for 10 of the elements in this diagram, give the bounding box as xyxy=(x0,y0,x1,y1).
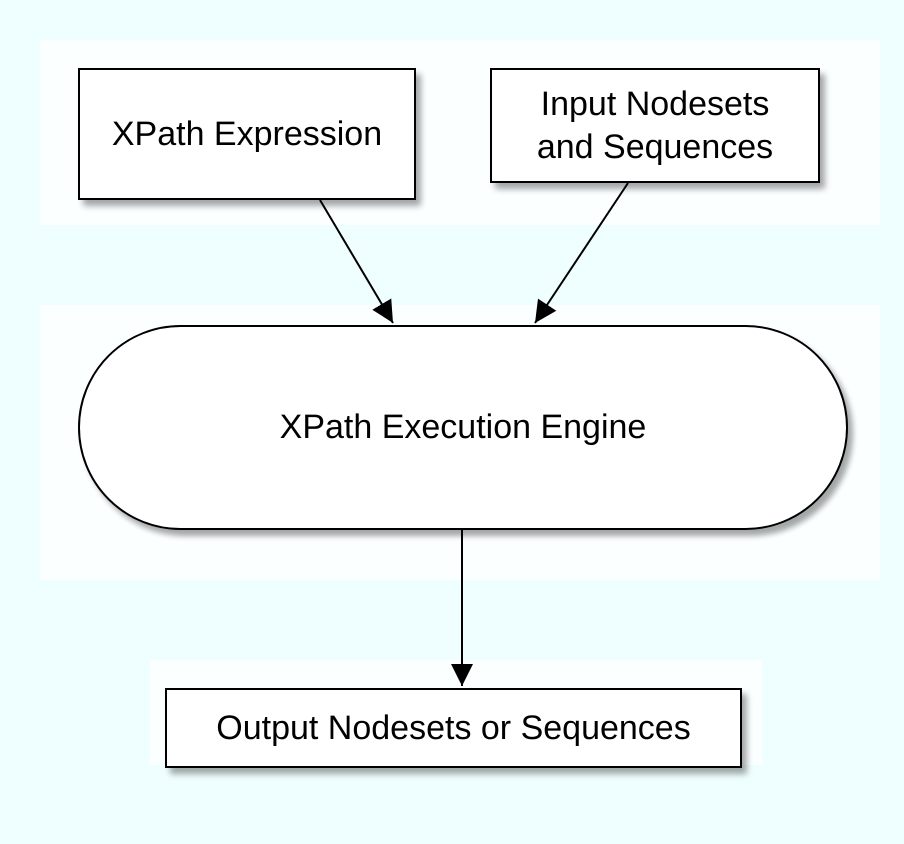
node-label: XPath Expression xyxy=(112,114,382,155)
process-box xyxy=(78,68,416,200)
node-label: Output Nodesets or Sequences xyxy=(216,708,691,749)
process-box xyxy=(490,68,820,183)
process-box xyxy=(165,688,742,768)
node-label: Input Nodesets and Sequences xyxy=(536,84,774,168)
arrow xyxy=(451,530,473,686)
arrow xyxy=(319,199,394,324)
arrow xyxy=(534,182,629,324)
node-label: XPath Execution Engine xyxy=(280,407,646,448)
